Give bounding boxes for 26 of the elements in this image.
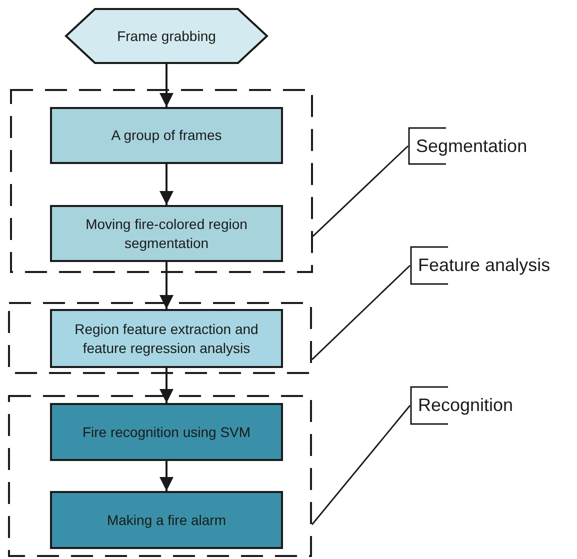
callout-label: Recognition [418,394,514,418]
arrow [160,368,174,403]
arrow [160,461,174,491]
node-label: Frame grabbing [117,26,216,46]
leader-line [311,264,411,360]
leader-line [311,405,411,526]
arrow [160,64,174,107]
callout-label: Feature analysis [418,254,550,278]
start-hexagon [65,8,268,64]
process-box [50,309,283,368]
node-label: Making a fire alarm [106,510,226,530]
node-label: Fire recognition using SVM [82,422,251,442]
process-box [50,205,283,262]
node-label: Moving fire-colored region segmentation [84,214,248,252]
node-label: A group of frames [111,126,222,145]
process-box [50,491,283,549]
leader-line [312,145,409,237]
dashed-group-frame [8,302,312,374]
arrow [160,262,174,309]
callout-label: Segmentation [416,134,528,158]
arrow [160,164,174,205]
dashed-group-frame [8,395,312,557]
dashed-group-frame [10,89,313,273]
node-label: Region feature extraction and feature regression analysis [74,320,260,358]
process-box [50,107,283,164]
process-box [50,403,283,461]
